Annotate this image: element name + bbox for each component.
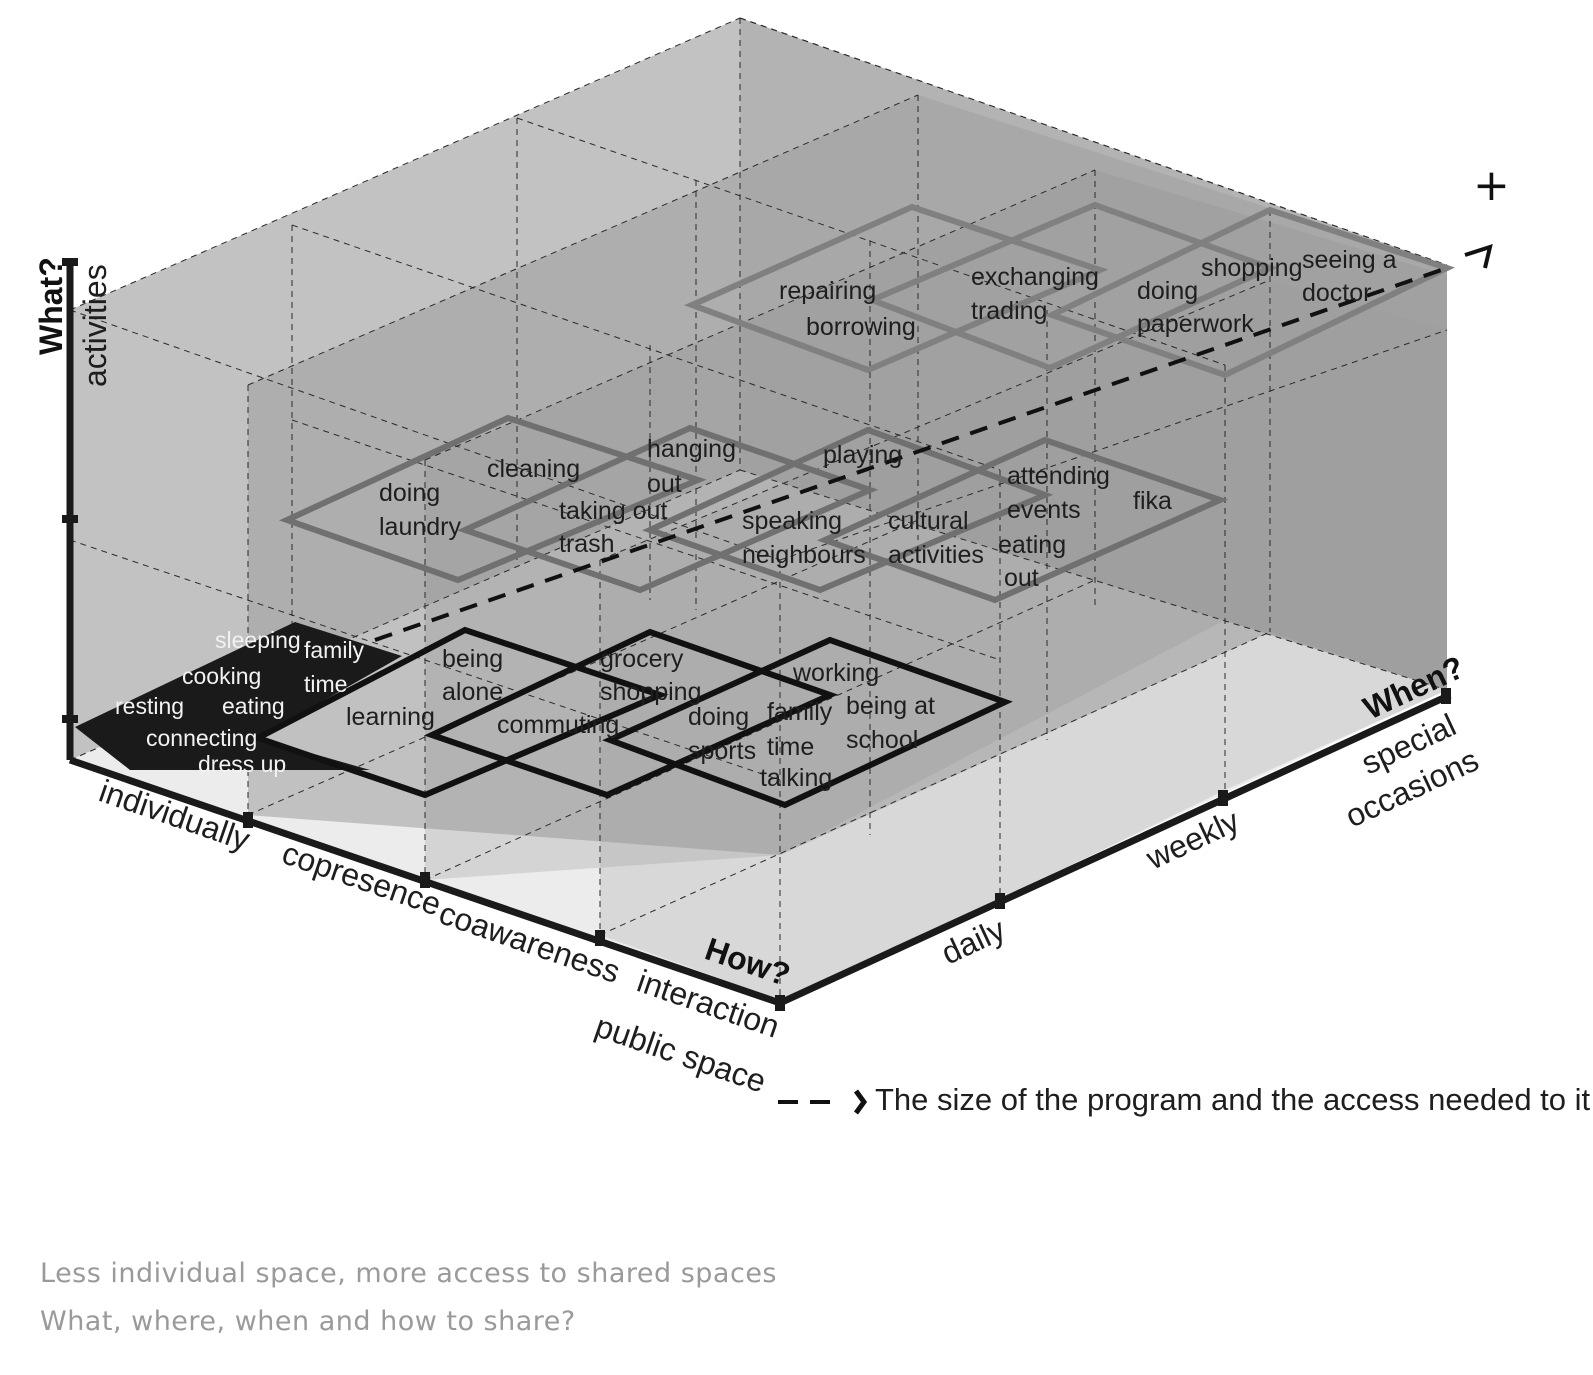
- middle-shape-laundry: [279, 414, 707, 584]
- legend-arrow-icon: [853, 1089, 868, 1115]
- middle-shape-playing: [642, 426, 1054, 594]
- bottom-labels: learning being alone grocery shopping co…: [346, 645, 935, 792]
- label-cleaning: cleaning: [487, 455, 580, 483]
- plus-sign: +: [1473, 160, 1510, 211]
- bottom-shape-working: [602, 636, 1013, 809]
- label-eating-m: eating: [998, 531, 1066, 559]
- label-working: working: [792, 659, 879, 687]
- activities-label: activities: [77, 264, 113, 387]
- what-axis-title: What?: [33, 257, 69, 355]
- label-trading: trading: [971, 297, 1047, 325]
- label-fika: fika: [1133, 487, 1172, 515]
- label-sports: sports: [688, 737, 756, 765]
- label-cooking: cooking: [182, 663, 261, 689]
- label-speaking: speaking: [742, 507, 842, 535]
- when-axis: [778, 691, 1452, 1007]
- label-being-at: being at: [846, 692, 935, 720]
- axis-ticks: [62, 258, 1451, 1011]
- label-laundry: laundry: [379, 513, 461, 541]
- label-doing-m: doing: [379, 479, 440, 507]
- label-borrowing: borrowing: [806, 313, 916, 341]
- label-doctor: doctor: [1302, 279, 1371, 307]
- label-paperwork: paperwork: [1137, 310, 1254, 338]
- label-neighbours: neighbours: [742, 541, 866, 569]
- label-taking-out: taking out: [559, 497, 667, 525]
- label-talking: talking: [760, 764, 832, 792]
- label-activities: activities: [888, 541, 984, 569]
- label-time-b: time: [767, 733, 814, 761]
- label-trash: trash: [559, 530, 615, 558]
- label-shopping-t: shopping: [1201, 254, 1302, 282]
- top-layer-shapes: [684, 201, 1456, 379]
- label-cultural: cultural: [888, 507, 969, 535]
- label-attending: attending: [1007, 462, 1110, 490]
- caption-line-1: Less individual space, more access to sh…: [40, 1258, 777, 1289]
- bottom-layer-shapes: [250, 626, 1013, 809]
- label-doing-t: doing: [1137, 277, 1198, 305]
- label-playing: playing: [823, 441, 902, 469]
- middle-labels: doing laundry cleaning hanging out takin…: [379, 435, 1172, 592]
- label-sleeping: sleeping: [215, 627, 301, 653]
- label-family-time: time: [304, 671, 347, 697]
- front-slab: [600, 280, 1447, 1000]
- label-shopping: shopping: [600, 678, 701, 706]
- label-dress-up: dress up: [198, 751, 286, 777]
- top-shape-exchanging: [863, 201, 1278, 372]
- label-eating: eating: [222, 693, 285, 719]
- label-alone: alone: [442, 678, 503, 706]
- label-resting: resting: [115, 693, 184, 719]
- individual-labels: sleeping family time cooking eating rest…: [115, 627, 365, 777]
- label-exchanging: exchanging: [971, 263, 1099, 291]
- bottom-shape-commuting: [424, 628, 839, 799]
- label-school: school: [846, 726, 918, 754]
- caption-line-2: What, where, when and how to share?: [40, 1306, 576, 1337]
- shaded-volume: [248, 95, 1447, 855]
- size-access-arrow-head: [1464, 244, 1493, 269]
- legend: The size of the program and the access n…: [778, 1082, 1591, 1117]
- top-labels: repairing borrowing exchanging trading d…: [779, 246, 1397, 341]
- individual-shape: [75, 622, 402, 770]
- legend-text: The size of the program and the access n…: [875, 1082, 1591, 1117]
- label-eating-out: out: [1004, 564, 1039, 592]
- label-family: family: [304, 637, 365, 663]
- top-shape-repairing: [684, 203, 1109, 374]
- bottom-shape-learning: [250, 626, 669, 799]
- middle-shape-events: [816, 436, 1229, 604]
- label-family-b: family: [767, 698, 833, 726]
- top-shape-paperwork: [1044, 206, 1456, 379]
- label-hanging: hanging: [647, 435, 736, 463]
- label-learning: learning: [346, 703, 435, 731]
- middle-layer-shapes: [279, 414, 1229, 604]
- label-commuting: commuting: [497, 711, 619, 739]
- size-access-arrow-line: [374, 266, 1448, 642]
- label-doing: doing: [688, 703, 749, 731]
- label-connecting: connecting: [146, 725, 257, 751]
- label-seeing-a: seeing a: [1302, 246, 1397, 274]
- label-repairing: repairing: [779, 277, 876, 305]
- label-being: being: [442, 645, 503, 673]
- label-grocery: grocery: [600, 645, 684, 673]
- shaded-volume-inner: [425, 170, 1447, 880]
- label-hanging-out: out: [647, 470, 682, 498]
- label-events: events: [1007, 496, 1081, 524]
